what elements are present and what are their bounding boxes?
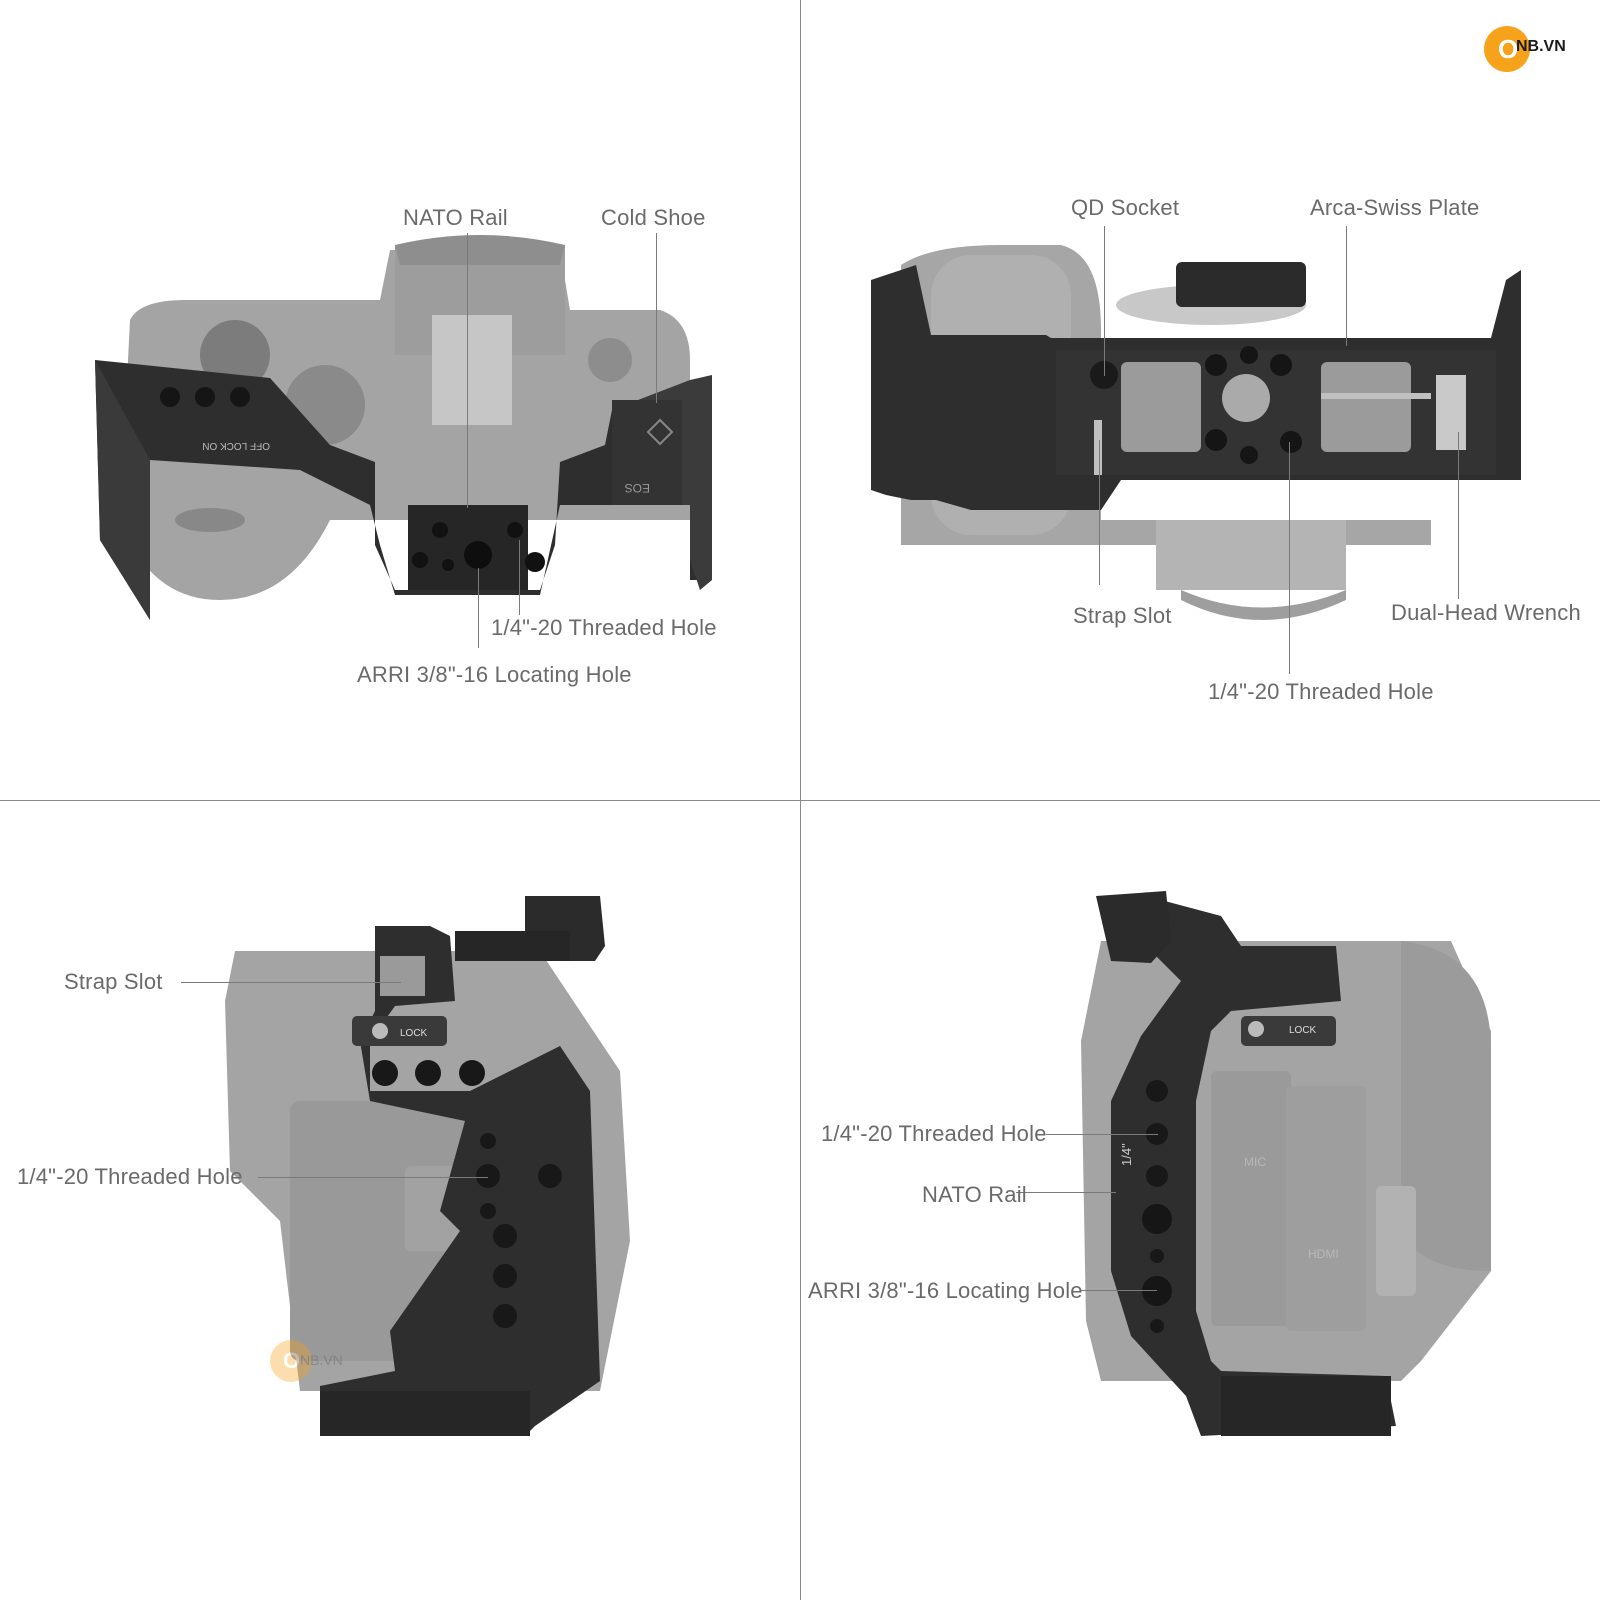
label-strap-slot: Strap Slot bbox=[1073, 603, 1172, 628]
lock-engraving: OFF LOCK ON bbox=[202, 440, 270, 451]
panel-bottom-view: QD Socket Arca-Swiss Plate Strap Slot Du… bbox=[801, 0, 1600, 800]
label-arca-plate: Arca-Swiss Plate bbox=[1310, 195, 1480, 220]
watermark-letter: O bbox=[283, 1348, 301, 1373]
label-arri-hole: ARRI 3/8"-16 Locating Hole bbox=[357, 662, 632, 687]
camera-left-side-illustration: LOCK bbox=[225, 896, 630, 1436]
label-threaded-hole: 1/4"-20 Threaded Hole bbox=[17, 1164, 243, 1189]
panel-right-side: MIC HDMI LOCK 1/4" 1/4"-20 Threaded Hole… bbox=[801, 801, 1600, 1601]
watermark-logo: O NB.VN bbox=[270, 1340, 370, 1382]
lock-engraving: LOCK bbox=[400, 1028, 428, 1039]
leader-arca-plate bbox=[1346, 226, 1347, 346]
mic-engraving: MIC bbox=[1244, 1155, 1266, 1169]
leader-threaded-hole bbox=[1046, 1134, 1158, 1135]
label-nato-rail: NATO Rail bbox=[403, 205, 508, 230]
label-arri-hole: ARRI 3/8"-16 Locating Hole bbox=[808, 1278, 1083, 1303]
eos-engraving: EOS bbox=[625, 481, 650, 495]
leader-arri-hole bbox=[1081, 1290, 1157, 1291]
camera-right-side-illustration: MIC HDMI LOCK 1/4" bbox=[1081, 891, 1491, 1436]
watermark-circle bbox=[270, 1340, 312, 1382]
leader-qd-socket bbox=[1104, 226, 1105, 376]
leader-nato-rail bbox=[467, 233, 468, 508]
camera-bottom-view-illustration bbox=[871, 245, 1521, 620]
leader-arri-hole bbox=[478, 568, 479, 648]
camera-top-view-illustration: OFF LOCK ON EOS bbox=[95, 235, 712, 620]
leader-nato-rail bbox=[1016, 1192, 1116, 1193]
leader-threaded-hole bbox=[1289, 442, 1290, 674]
horizontal-divider bbox=[0, 800, 1600, 801]
leader-strap-slot bbox=[1099, 440, 1100, 585]
leader-strap-slot bbox=[181, 982, 401, 983]
panel-top-view: OFF LOCK ON EOS NATO Rail Cold Shoe 1/4"… bbox=[0, 0, 800, 800]
logo-circle bbox=[1484, 26, 1530, 72]
leader-threaded-hole bbox=[258, 1177, 488, 1178]
panel-left-side: LOCK Strap Slot 1/4"-20 Threaded Hole bbox=[0, 801, 800, 1601]
label-qd-socket: QD Socket bbox=[1071, 195, 1180, 220]
leader-wrench bbox=[1458, 432, 1459, 599]
leader-threaded-hole bbox=[519, 540, 520, 615]
hdmi-engraving: HDMI bbox=[1308, 1247, 1339, 1261]
watermark-text: NB.VN bbox=[300, 1352, 343, 1368]
label-cold-shoe: Cold Shoe bbox=[601, 205, 706, 230]
logo-text: NB.VN bbox=[1516, 38, 1566, 55]
size-engraving: 1/4" bbox=[1119, 1143, 1134, 1166]
label-threaded-hole: 1/4"-20 Threaded Hole bbox=[821, 1121, 1047, 1146]
brand-logo: O NB.VN bbox=[1484, 26, 1594, 72]
logo-letter: O bbox=[1498, 34, 1519, 64]
label-threaded-hole: 1/4"-20 Threaded Hole bbox=[491, 615, 717, 640]
lock-engraving: LOCK bbox=[1289, 1025, 1317, 1036]
label-strap-slot: Strap Slot bbox=[64, 969, 163, 994]
label-wrench: Dual-Head Wrench bbox=[1391, 600, 1581, 625]
label-threaded-hole: 1/4"-20 Threaded Hole bbox=[1208, 679, 1434, 704]
leader-cold-shoe bbox=[656, 233, 657, 403]
label-nato-rail: NATO Rail bbox=[922, 1182, 1027, 1207]
